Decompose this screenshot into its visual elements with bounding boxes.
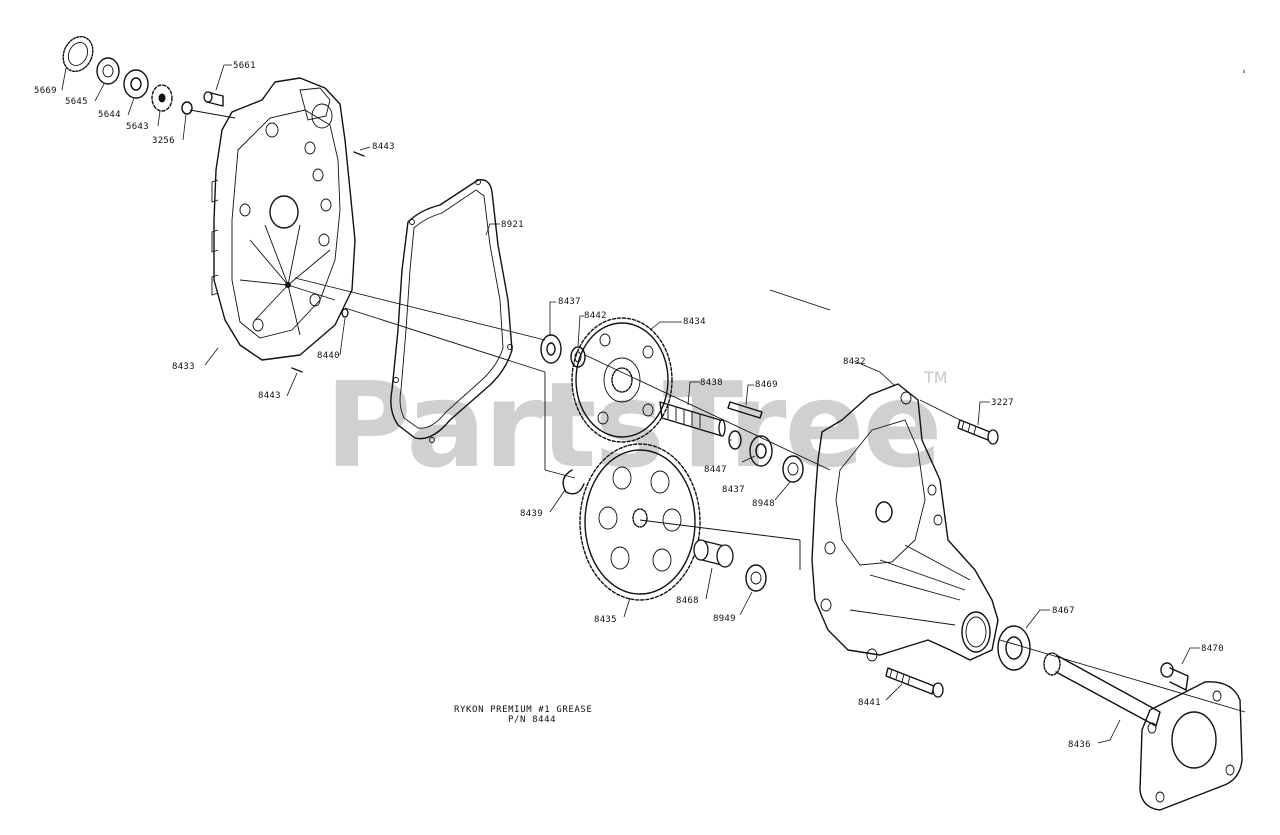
label-8432[interactable]: 8432 xyxy=(843,357,866,367)
label-5645[interactable]: 5645 xyxy=(65,97,88,107)
label-8949[interactable]: 8949 xyxy=(713,614,736,624)
label-8437-lower[interactable]: 8437 xyxy=(722,485,745,495)
pin-8469[interactable] xyxy=(727,401,763,419)
bearing-5644[interactable] xyxy=(123,69,149,99)
clip-8439[interactable] xyxy=(562,469,585,495)
grease-note: RYKON PREMIUM #1 GREASE P/N 8444 xyxy=(454,705,592,725)
label-8442[interactable]: 8442 xyxy=(584,311,607,321)
label-8443-top[interactable]: 8443 xyxy=(372,142,395,152)
grease-note-line2: P/N 8444 xyxy=(508,715,556,725)
bushing-5661[interactable] xyxy=(203,91,224,107)
label-8433[interactable]: 8433 xyxy=(172,362,195,372)
label-8439[interactable]: 8439 xyxy=(520,509,543,519)
label-8441[interactable]: 8441 xyxy=(858,698,881,708)
gasket-8921[interactable] xyxy=(390,179,513,443)
label-5661[interactable]: 5661 xyxy=(233,61,256,71)
leader-lines xyxy=(61,64,1200,744)
label-8948[interactable]: 8948 xyxy=(752,499,775,509)
explosion-axes xyxy=(189,109,1246,713)
part-labels: 5669 5645 5644 5643 3256 5661 8443 8433 … xyxy=(34,61,1224,750)
label-8921[interactable]: 8921 xyxy=(501,220,524,230)
label-8467[interactable]: 8467 xyxy=(1052,606,1075,616)
label-8438[interactable]: 8438 xyxy=(700,378,723,388)
housing-8432[interactable] xyxy=(811,383,999,662)
snap-ring-3256[interactable] xyxy=(181,101,193,115)
bolt-3227[interactable] xyxy=(957,419,999,445)
label-8443-bottom[interactable]: 8443 xyxy=(258,391,281,401)
gear-8434[interactable] xyxy=(571,317,673,443)
watermark: PartsTree xyxy=(325,356,941,494)
washer-8447[interactable] xyxy=(728,430,742,450)
label-5669[interactable]: 5669 xyxy=(34,86,57,96)
watermark-trademark: TM xyxy=(923,368,948,387)
washer-8949[interactable] xyxy=(745,564,767,592)
label-8447[interactable]: 8447 xyxy=(704,465,727,475)
bearing-8467[interactable] xyxy=(997,625,1031,671)
label-8440[interactable]: 8440 xyxy=(317,351,340,361)
label-8434[interactable]: 8434 xyxy=(683,317,706,327)
seal-5669[interactable] xyxy=(58,32,99,76)
label-8470[interactable]: 8470 xyxy=(1201,644,1224,654)
dowel-pin-8440[interactable] xyxy=(341,308,349,318)
washer-8948[interactable] xyxy=(782,455,804,483)
label-8437-upper[interactable]: 8437 xyxy=(558,297,581,307)
bolt-8441[interactable] xyxy=(885,667,944,698)
bearing-8437-upper[interactable] xyxy=(540,334,562,364)
grease-note-line1: RYKON PREMIUM #1 GREASE xyxy=(454,705,592,715)
label-5643[interactable]: 5643 xyxy=(126,122,149,132)
fitting-8470[interactable] xyxy=(1160,662,1189,691)
bearing-8437-lower[interactable] xyxy=(749,435,773,467)
gear-8435[interactable] xyxy=(579,443,701,601)
dowel-pin-8443-bottom[interactable] xyxy=(291,367,303,373)
label-8468[interactable]: 8468 xyxy=(676,596,699,606)
dowel-pin-8443-top[interactable] xyxy=(353,151,365,157)
shaft-8436[interactable] xyxy=(1043,652,1243,811)
label-3256[interactable]: 3256 xyxy=(152,136,175,146)
label-5644[interactable]: 5644 xyxy=(98,110,121,120)
bushing-8468[interactable] xyxy=(693,539,734,568)
pinion-gear-5643[interactable] xyxy=(151,84,173,112)
washer-5645[interactable] xyxy=(96,57,120,85)
label-8469[interactable]: 8469 xyxy=(755,380,778,390)
label-8435[interactable]: 8435 xyxy=(594,615,617,625)
label-3227[interactable]: 3227 xyxy=(991,398,1014,408)
housing-8433[interactable] xyxy=(211,77,356,361)
shaft-8438[interactable] xyxy=(659,401,726,437)
label-8436[interactable]: 8436 xyxy=(1068,740,1091,750)
